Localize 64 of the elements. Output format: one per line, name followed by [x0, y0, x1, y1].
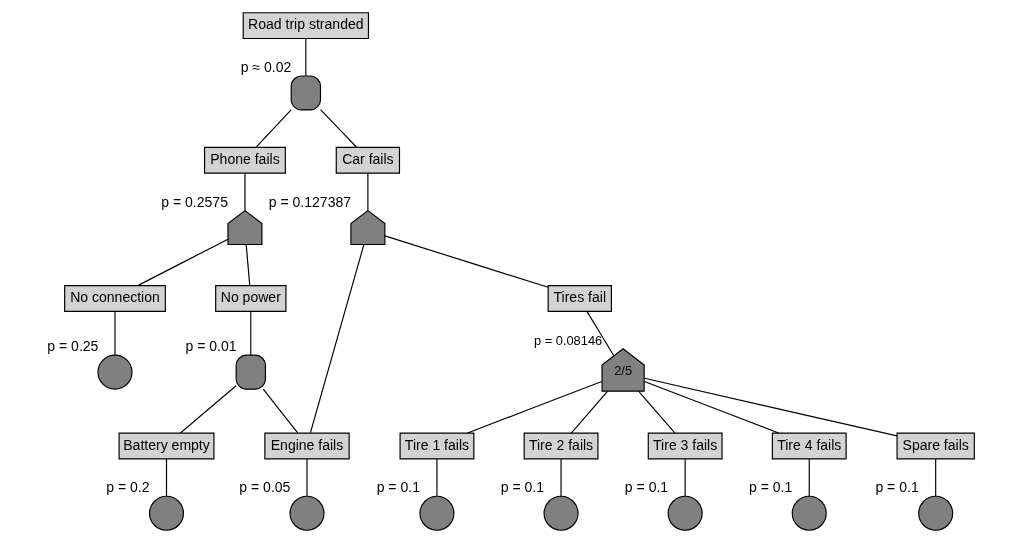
- node-box: Engine fails: [263, 432, 350, 460]
- connector: [113, 310, 116, 356]
- connector: [466, 380, 602, 434]
- connector: [570, 390, 608, 434]
- connector: [643, 380, 779, 434]
- node-box: Tire 2 fails: [523, 432, 598, 460]
- connector: [585, 310, 614, 357]
- node-box: Spare fails: [895, 432, 975, 460]
- node-box: Tires fail: [547, 284, 612, 312]
- node-box: Tire 4 fails: [771, 432, 847, 460]
- node-circle: [288, 495, 325, 531]
- node-label: p = 0.1: [500, 479, 544, 496]
- node-label: p ≈ 0.02: [240, 59, 291, 76]
- connector: [383, 235, 549, 288]
- connector: [684, 458, 686, 497]
- node-circle: [148, 495, 184, 531]
- node-box: Tire 3 fails: [647, 432, 723, 460]
- connector: [249, 310, 251, 356]
- connector: [366, 172, 368, 212]
- node-label: p = 0.2: [105, 479, 150, 496]
- node-circle: [791, 495, 827, 531]
- node-label: p = 0.05: [238, 479, 290, 496]
- node-box: Car fails: [335, 146, 400, 174]
- node-dome: [290, 75, 321, 111]
- connector: [643, 377, 898, 437]
- node-circle: [917, 495, 953, 531]
- node-label: p = 0.1: [748, 479, 792, 496]
- connector: [319, 108, 357, 148]
- node-box: Road trip stranded: [242, 12, 369, 40]
- connector: [309, 244, 364, 434]
- connector: [559, 458, 562, 497]
- node-label: p = 0.1: [874, 479, 919, 496]
- connector: [262, 388, 298, 434]
- node-circle: [418, 495, 454, 531]
- node-shield: [349, 209, 385, 246]
- connector: [137, 238, 229, 286]
- connector: [808, 458, 810, 497]
- node-circle: [667, 495, 703, 531]
- connector: [165, 458, 167, 497]
- connector: [243, 172, 246, 212]
- node-shield: [226, 209, 262, 246]
- node-circle: [96, 354, 133, 390]
- node-label: p = 0.01: [184, 338, 237, 355]
- node-label: p = 0.08146: [533, 333, 602, 349]
- connector: [304, 38, 306, 77]
- connector: [305, 458, 308, 497]
- node-label: p = 0.127387: [268, 193, 351, 210]
- node-label: p = 0.1: [376, 479, 420, 496]
- connector: [245, 244, 250, 286]
- node-box: Battery empty: [118, 432, 214, 460]
- node-box: No power: [214, 284, 286, 312]
- node-box: Phone fails: [203, 146, 286, 174]
- node-label: p = 0.2575: [160, 193, 228, 210]
- connector: [435, 458, 438, 497]
- node-circle: [543, 495, 579, 531]
- node-box: No connection: [63, 284, 166, 312]
- node-dome: [235, 354, 266, 390]
- connector: [179, 385, 237, 434]
- connector: [934, 458, 936, 497]
- connector: [637, 390, 676, 434]
- connector: [254, 109, 292, 148]
- node-label: p = 0.1: [624, 479, 668, 496]
- node-box: Tire 1 fails: [399, 432, 474, 460]
- node-label: p = 0.25: [46, 338, 98, 355]
